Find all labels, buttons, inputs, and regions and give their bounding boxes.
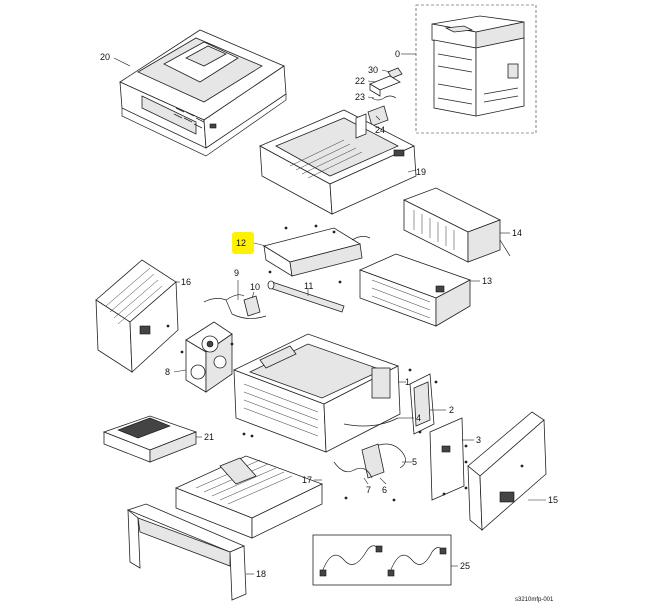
- label-15: 15: [548, 495, 558, 505]
- part-11-roller: [267, 280, 345, 313]
- part-22-cover: [369, 75, 401, 97]
- part-16-left-cover: [95, 259, 179, 373]
- label-17: 17: [302, 475, 312, 485]
- part-14-fuser: [403, 187, 511, 263]
- label-6: 6: [382, 485, 387, 495]
- part-1-main-frame: [232, 333, 401, 453]
- label-12: 12: [236, 238, 246, 248]
- part-13-transfer-unit: [358, 253, 471, 327]
- part-5-harness: [375, 443, 406, 469]
- part-7-cable: [333, 461, 373, 479]
- label-10: 10: [250, 282, 260, 292]
- label-22: 22: [355, 76, 365, 86]
- part-3-board-plate: [429, 417, 465, 501]
- part-6-connector: [361, 443, 385, 479]
- part-8-drive-assembly: [185, 321, 233, 393]
- label-7: 7: [366, 485, 371, 495]
- label-20: 20: [100, 52, 110, 62]
- label-16: 16: [181, 277, 191, 287]
- label-3: 3: [476, 435, 481, 445]
- part-21-toner: [102, 415, 198, 463]
- label-24: 24: [375, 125, 385, 135]
- part-23-cable: [371, 95, 397, 101]
- label-8: 8: [165, 367, 170, 377]
- callout-labels: 0 20 30 22 23 24 19 14 12 13 9 10 11 16 …: [100, 49, 558, 603]
- label-23: 23: [355, 92, 365, 102]
- leader-lines: [113, 53, 546, 575]
- part-9-harness: [203, 294, 245, 315]
- label-30: 30: [368, 65, 378, 75]
- label-0: 0: [395, 49, 400, 59]
- label-14: 14: [512, 228, 522, 238]
- label-12-highlight: [232, 232, 254, 254]
- part-17-cassette: [174, 455, 324, 539]
- part-10-bracket: [231, 295, 267, 319]
- part-18-front-cover: [126, 503, 247, 601]
- label-18: 18: [256, 569, 266, 579]
- label-11: 11: [304, 281, 313, 291]
- part-12-lsu: [262, 227, 371, 277]
- label-2: 2: [449, 405, 454, 415]
- part-19-frame: [259, 109, 417, 215]
- part-24-bracket: [367, 105, 389, 127]
- label-13: 13: [482, 276, 492, 286]
- part-0-complete-machine: [415, 4, 537, 134]
- part-20-scanner-unit: [119, 29, 287, 157]
- figure-code: s3210mfp-001: [515, 597, 554, 603]
- part-15-right-cover: [467, 411, 547, 531]
- label-5: 5: [412, 457, 417, 467]
- label-25: 25: [460, 561, 470, 571]
- part-4-harness: [343, 417, 399, 427]
- part-25-power-cords: [312, 534, 452, 586]
- label-9: 9: [234, 268, 239, 278]
- part-2-side-plate: [409, 373, 435, 435]
- screws: [166, 224, 524, 502]
- label-21: 21: [204, 432, 214, 442]
- label-19: 19: [416, 167, 426, 177]
- label-1: 1: [405, 377, 410, 387]
- label-4: 4: [416, 413, 421, 423]
